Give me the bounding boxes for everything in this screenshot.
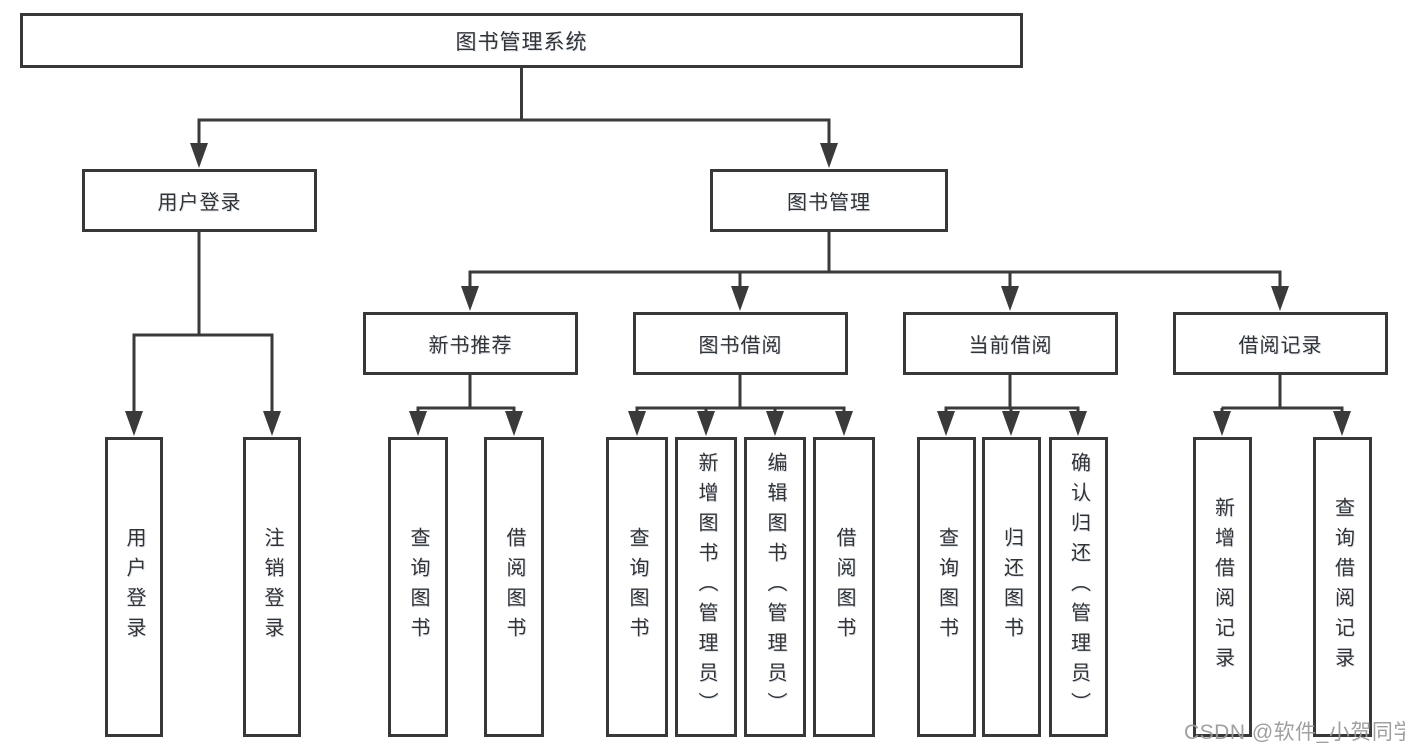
leaf-query-borrow-record: 查询借阅记录 bbox=[1313, 437, 1372, 737]
arrow-down-icon bbox=[820, 143, 838, 168]
arrow-down-icon bbox=[1271, 286, 1289, 311]
node-label: 借阅图书 bbox=[503, 527, 525, 647]
node-label: 归还图书 bbox=[1000, 527, 1023, 647]
node-label: 新增图书（管理员） bbox=[695, 452, 717, 722]
connector-borrowrecords-to-leaves bbox=[1220, 374, 1344, 415]
arrow-down-icon bbox=[731, 286, 749, 311]
arrow-down-icon bbox=[1069, 411, 1087, 436]
leaf-query-books: 查询图书 bbox=[917, 437, 976, 737]
leaf-user-login: 用户登录 bbox=[105, 437, 163, 737]
arrow-down-icon bbox=[1001, 286, 1019, 311]
leaf-query-books: 查询图书 bbox=[388, 437, 448, 737]
node-label: 图书借阅 bbox=[698, 335, 783, 357]
leaf-confirm-return-admin: 确认归还（管理员） bbox=[1049, 437, 1108, 737]
connector-userlogin-to-leaves bbox=[132, 231, 274, 414]
leaf-return-books: 归还图书 bbox=[982, 437, 1041, 737]
arrow-down-icon bbox=[409, 411, 427, 436]
leaf-borrow-books: 借阅图书 bbox=[813, 437, 875, 737]
node-library-management-system: 图书管理系统 bbox=[20, 13, 1023, 68]
arrow-down-icon bbox=[628, 411, 646, 436]
node-borrowing-records: 借阅记录 bbox=[1173, 312, 1388, 375]
connector-bookmgmt-to-groups bbox=[468, 231, 1282, 289]
node-user-login-branch: 用户登录 bbox=[82, 169, 317, 232]
node-label: 借阅图书 bbox=[833, 527, 855, 647]
node-label: 查询图书 bbox=[626, 527, 648, 647]
arrow-down-icon bbox=[461, 286, 479, 311]
node-label: 借阅记录 bbox=[1238, 335, 1323, 357]
node-current-borrowing: 当前借阅 bbox=[903, 312, 1118, 375]
arrow-down-icon bbox=[1333, 411, 1351, 436]
node-label: 当前借阅 bbox=[968, 335, 1053, 357]
arrow-down-icon bbox=[1213, 411, 1231, 436]
node-new-book-recommendation: 新书推荐 bbox=[363, 312, 578, 375]
node-label: 新书推荐 bbox=[428, 335, 513, 357]
arrow-down-icon bbox=[505, 411, 523, 436]
node-label: 注销登录 bbox=[261, 527, 283, 647]
leaf-add-books-admin: 新增图书（管理员） bbox=[675, 437, 737, 737]
arrow-down-icon bbox=[1002, 411, 1020, 436]
node-label: 用户登录 bbox=[157, 192, 242, 214]
arrow-down-icon bbox=[835, 411, 853, 436]
csdn-watermark: CSDN @软件_小贺同学 bbox=[1184, 721, 1405, 744]
arrow-down-icon bbox=[697, 411, 715, 436]
node-book-management-branch: 图书管理 bbox=[710, 169, 948, 232]
leaf-logout: 注销登录 bbox=[243, 437, 301, 737]
arrow-down-icon bbox=[125, 411, 143, 436]
arrow-down-icon bbox=[937, 411, 955, 436]
node-label: 用户登录 bbox=[123, 527, 145, 647]
node-label: 新增借阅记录 bbox=[1211, 497, 1234, 677]
node-label: 查询图书 bbox=[407, 527, 429, 647]
arrow-down-icon bbox=[766, 411, 784, 436]
node-label: 确认归还（管理员） bbox=[1067, 452, 1090, 722]
leaf-query-books: 查询图书 bbox=[606, 437, 668, 737]
node-label: 查询图书 bbox=[935, 527, 958, 647]
connector-newbookrec-to-leaves bbox=[416, 374, 516, 415]
arrow-down-icon bbox=[190, 143, 208, 168]
leaf-add-borrow-record: 新增借阅记录 bbox=[1193, 437, 1252, 737]
arrow-down-icon bbox=[263, 411, 281, 436]
leaf-borrow-books: 借阅图书 bbox=[484, 437, 544, 737]
connector-bookborrow-to-leaves bbox=[635, 374, 846, 415]
connector-currentborrow-to-leaves bbox=[944, 374, 1080, 415]
connector-root-to-level2 bbox=[197, 66, 831, 146]
node-label: 查询借阅记录 bbox=[1331, 497, 1354, 677]
leaf-edit-books-admin: 编辑图书（管理员） bbox=[744, 437, 806, 737]
node-label: 编辑图书（管理员） bbox=[764, 452, 786, 722]
node-label: 图书管理系统 bbox=[455, 30, 588, 54]
node-label: 图书管理 bbox=[787, 192, 871, 214]
node-book-borrowing: 图书借阅 bbox=[633, 312, 848, 375]
